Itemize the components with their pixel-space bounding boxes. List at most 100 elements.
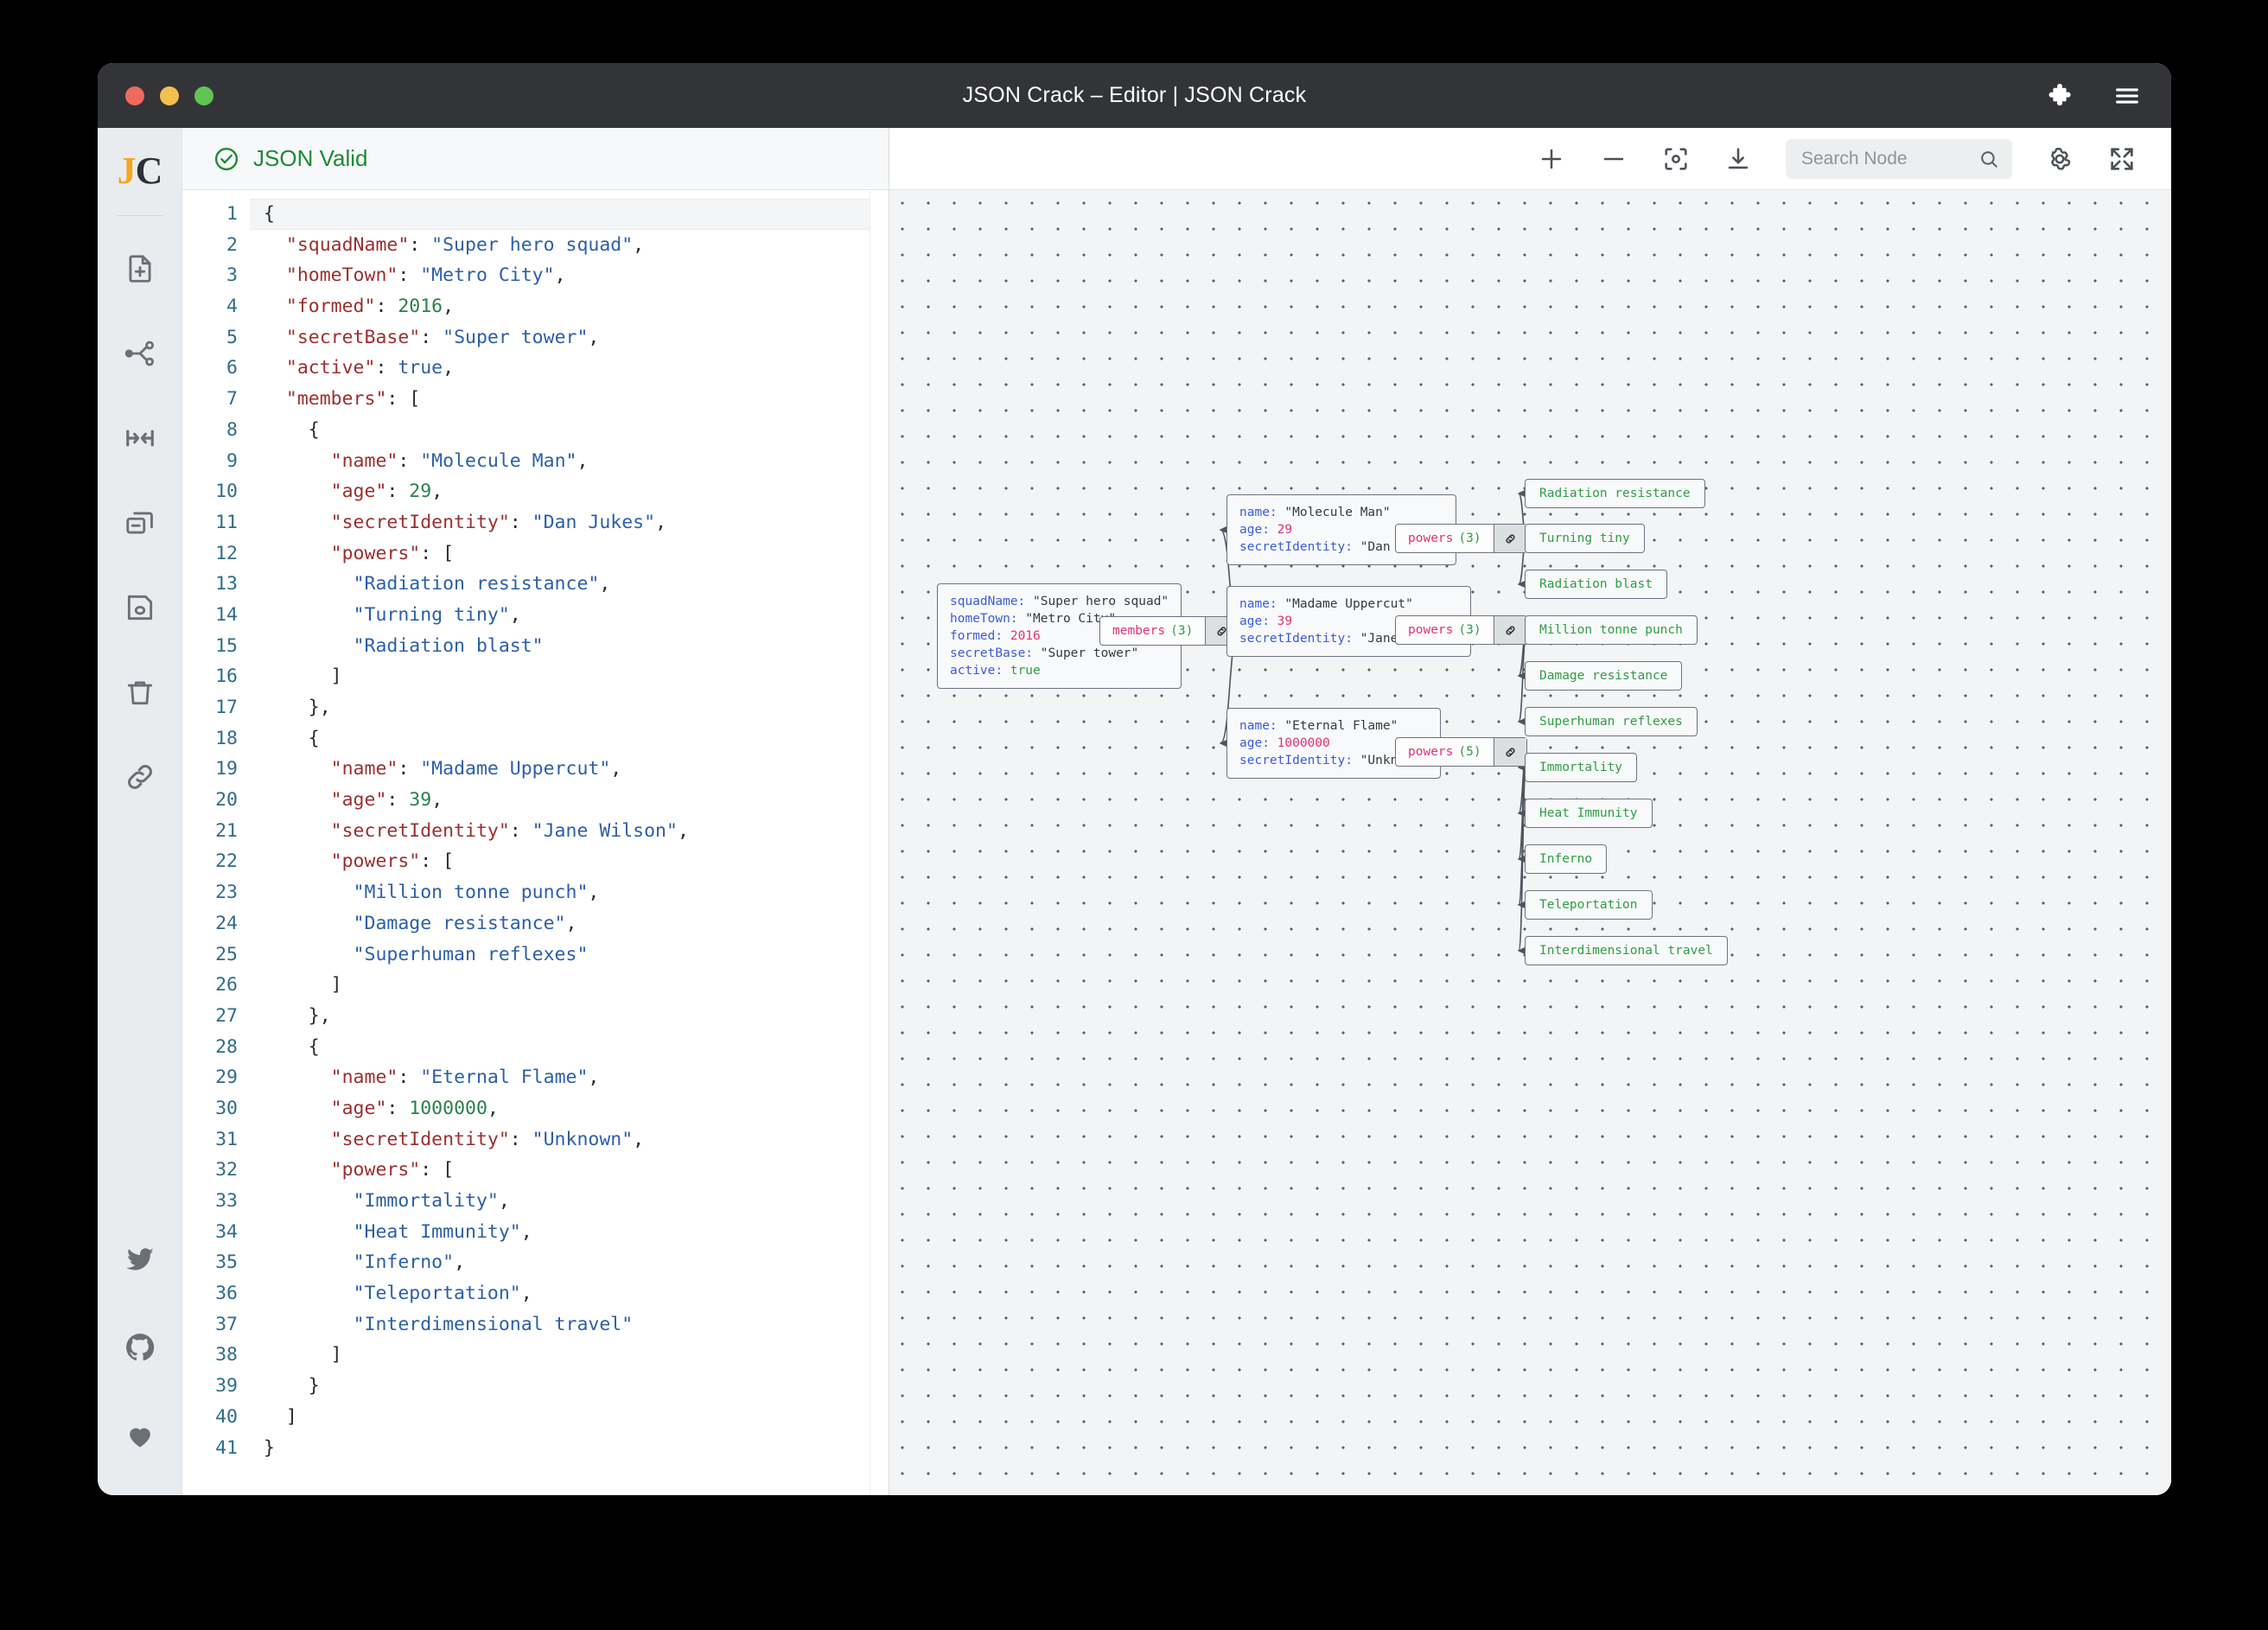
code-line[interactable]: "squadName": "Super hero squad", [285, 233, 645, 256]
puzzle-icon[interactable] [2047, 81, 2076, 111]
graph-leaf-node[interactable]: Immortality [1525, 753, 1638, 782]
graph-group-node[interactable]: members(3) [1099, 616, 1239, 646]
app-logo[interactable]: JC [118, 149, 163, 193]
line-number: 21 [215, 819, 238, 842]
search-input[interactable] [1801, 148, 1971, 169]
code-line[interactable]: "Interdimensional travel" [353, 1313, 634, 1335]
graph-canvas[interactable]: squadName: "Super hero squad"homeTown: "… [889, 190, 2171, 1495]
code-line[interactable]: ] [264, 665, 342, 688]
code-line[interactable]: "members": [ [285, 388, 421, 411]
code-line[interactable]: "Damage resistance", [353, 912, 577, 934]
link-icon[interactable] [1493, 525, 1526, 552]
code-line[interactable]: "name": "Madame Uppercut", [330, 758, 622, 780]
code-line[interactable]: { [264, 727, 320, 749]
line-number: 35 [215, 1251, 238, 1274]
code-line[interactable]: ] [264, 974, 342, 996]
sidebar-item-sponsor[interactable] [98, 1393, 182, 1481]
gear-icon[interactable] [2045, 144, 2074, 174]
sidebar-item-share-link[interactable] [98, 736, 182, 821]
graph-group-node[interactable]: powers(3) [1395, 524, 1527, 553]
code-line[interactable]: "secretIdentity": "Unknown", [330, 1128, 645, 1150]
code-line[interactable]: "secretIdentity": "Dan Jukes", [330, 511, 667, 533]
sidebar-item-share-graph[interactable] [98, 313, 182, 398]
search-node-box[interactable] [1786, 138, 2012, 179]
code-content[interactable]: { "squadName": "Super hero squad", "home… [250, 190, 870, 1495]
editor-scrollbar[interactable] [870, 190, 889, 1495]
node-value: 29 [1277, 523, 1293, 537]
sidebar-social-group [98, 1217, 182, 1495]
code-line[interactable]: { [250, 199, 870, 230]
code-line[interactable]: ] [264, 1344, 342, 1366]
close-button[interactable] [125, 86, 144, 105]
expand-icon[interactable] [2107, 144, 2137, 174]
code-line[interactable]: "Immortality", [353, 1190, 510, 1212]
maximize-button[interactable] [194, 86, 213, 105]
code-line[interactable]: "secretIdentity": "Jane Wilson", [330, 819, 689, 842]
line-number: 2 [226, 233, 238, 256]
code-line[interactable]: "secretBase": "Super tower", [285, 326, 600, 348]
line-number: 27 [215, 1004, 238, 1027]
code-line[interactable]: "Heat Immunity", [353, 1220, 532, 1243]
code-line[interactable]: "powers": [ [330, 1159, 455, 1181]
sidebar-item-duplicate[interactable] [98, 482, 182, 567]
sidebar-item-delete[interactable] [98, 652, 182, 736]
graph-leaf-node[interactable]: Inferno [1525, 844, 1608, 874]
app-window: JSON Crack – Editor | JSON Crack JC [98, 63, 2171, 1495]
graph-leaf-node[interactable]: Radiation blast [1525, 570, 1667, 599]
code-line[interactable]: "powers": [ [330, 542, 455, 564]
sidebar-item-twitter[interactable] [98, 1217, 182, 1305]
sidebar-item-collapse-expand[interactable] [98, 398, 182, 482]
code-line[interactable]: "age": 39, [330, 789, 443, 812]
code-line[interactable]: }, [264, 697, 331, 718]
code-line[interactable]: "age": 29, [330, 481, 443, 503]
graph-leaf-node[interactable]: Million tonne punch [1525, 615, 1698, 645]
minus-icon[interactable] [1599, 144, 1628, 174]
graph-leaf-node[interactable]: Heat Immunity [1525, 799, 1653, 828]
sidebar-item-github[interactable] [98, 1305, 182, 1393]
sidebar-item-save-file[interactable] [98, 567, 182, 652]
center-focus-icon[interactable] [1661, 144, 1691, 174]
code-line[interactable]: { [264, 418, 320, 441]
node-key: name: [1239, 506, 1285, 519]
code-line[interactable]: "homeTown": "Metro City", [285, 264, 566, 287]
code-line[interactable]: "Million tonne punch", [353, 882, 600, 904]
link-icon[interactable] [1493, 738, 1526, 766]
hamburger-menu-icon[interactable] [2112, 81, 2142, 111]
code-line[interactable]: }, [264, 1004, 331, 1027]
graph-leaf-node[interactable]: Interdimensional travel [1525, 936, 1728, 965]
code-line[interactable]: } [264, 1436, 275, 1459]
plus-icon[interactable] [1537, 144, 1566, 174]
graph-leaf-node[interactable]: Turning tiny [1525, 524, 1645, 553]
code-line[interactable]: "powers": [ [330, 850, 455, 873]
code-line[interactable]: "Teleportation", [353, 1283, 532, 1305]
magnifier-icon[interactable] [1978, 148, 2000, 170]
minimize-button[interactable] [160, 86, 179, 105]
code-line[interactable]: "active": true, [285, 357, 455, 379]
code-line[interactable]: "age": 1000000, [330, 1097, 499, 1119]
code-line[interactable]: "Turning tiny", [353, 603, 521, 626]
graph-leaf-node[interactable]: Teleportation [1525, 890, 1653, 920]
graph-group-node[interactable]: powers(3) [1395, 615, 1527, 645]
graph-leaf-node[interactable]: Superhuman reflexes [1525, 707, 1698, 736]
graph-leaf-node[interactable]: Damage resistance [1525, 661, 1683, 691]
sidebar-item-new-document[interactable] [98, 228, 182, 313]
code-line[interactable]: "Inferno", [353, 1251, 466, 1274]
code-line[interactable]: { [264, 1035, 320, 1058]
graph-object-node[interactable]: squadName: "Super hero squad"homeTown: "… [937, 583, 1182, 689]
code-line[interactable]: "Radiation resistance", [353, 573, 611, 595]
code-line[interactable]: "formed": 2016, [285, 296, 455, 318]
download-icon[interactable] [1723, 144, 1753, 174]
code-line[interactable]: "Superhuman reflexes" [353, 943, 589, 965]
graph-group-node[interactable]: powers(5) [1395, 737, 1527, 767]
code-line[interactable]: "name": "Eternal Flame", [330, 1067, 600, 1089]
code-line[interactable]: "name": "Molecule Man", [330, 449, 589, 472]
node-property-row: active: true [950, 662, 1169, 679]
graph-leaf-node[interactable]: Radiation resistance [1525, 479, 1705, 508]
code-line[interactable]: ] [264, 1405, 297, 1428]
link-icon[interactable] [1493, 616, 1526, 644]
code-line[interactable]: "Radiation blast" [353, 634, 544, 657]
line-number: 41 [215, 1436, 238, 1459]
code-line[interactable]: } [264, 1375, 320, 1398]
